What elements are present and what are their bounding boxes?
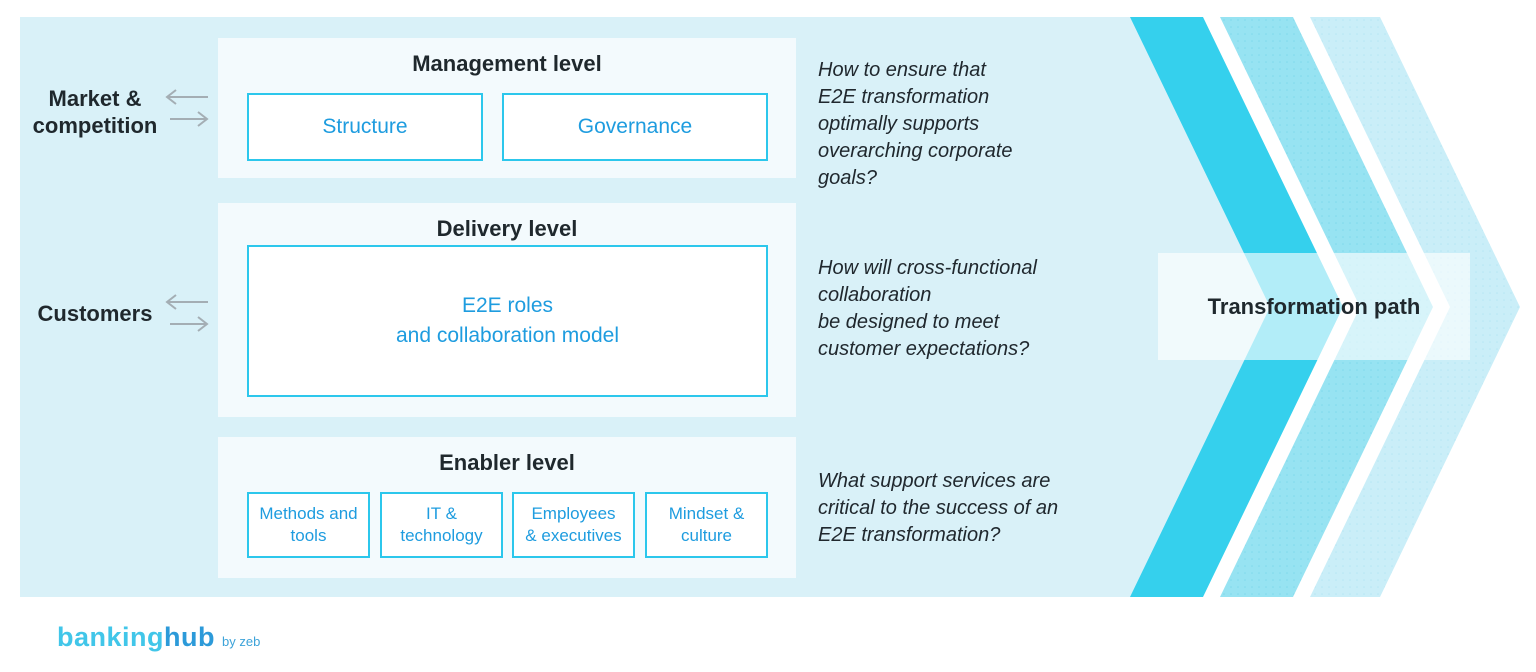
it-technology-box: IT & technology (380, 492, 503, 558)
mindset-culture-box: Mindset & culture (645, 492, 768, 558)
logo-byline: by zeb (222, 634, 261, 649)
customers-label: Customers (37, 301, 153, 326)
chevron-band-light (1310, 17, 1520, 597)
question-enabler: What support services are critical to th… (818, 470, 1059, 546)
employees-executives-box: Employees & executives (512, 492, 635, 558)
methods-tools-box: Methods and tools (247, 492, 370, 558)
e2e-roles-collaboration-box: E2E roles and collaboration model (247, 245, 768, 397)
enabler-level-panel: Enabler level Methods and tools IT & tec… (218, 437, 796, 578)
question-management: How to ensure that E2E transformation op… (818, 59, 1013, 189)
delivery-level-panel: Delivery level E2E roles and collaborati… (218, 203, 796, 417)
logo-hub-text: hub (164, 622, 215, 652)
management-level-panel: Management level Structure Governance (218, 38, 796, 178)
arrow-right-icon (170, 316, 209, 332)
transformation-path-label: Transformation path (1158, 253, 1470, 360)
exchange-arrows-icon (165, 89, 209, 127)
governance-box: Governance (502, 93, 768, 161)
arrow-right-icon (170, 111, 209, 127)
market-competition-label: Market & competition (32, 86, 158, 138)
structure-box: Structure (247, 93, 483, 161)
management-level-title: Management level (412, 51, 602, 76)
arrow-left-icon (165, 89, 208, 105)
exchange-arrows-icon (165, 294, 209, 332)
arrow-left-icon (165, 294, 208, 310)
logo-banking-text: banking (57, 622, 165, 652)
enabler-level-title: Enabler level (439, 450, 575, 475)
question-delivery: How will cross-functional collaboration … (818, 257, 1037, 360)
delivery-level-title: Delivery level (436, 216, 578, 241)
